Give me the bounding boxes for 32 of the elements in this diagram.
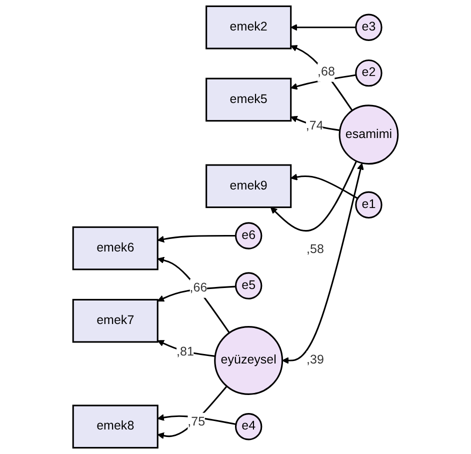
edge-label: ,68 [318,65,335,79]
arrow [290,74,356,90]
arrow [290,45,353,111]
arrow [157,234,236,243]
node-circle: esamimi [338,104,399,165]
edge-label: ,81 [176,345,194,359]
node-box: emek8 [72,404,158,449]
node-circle: e4 [234,413,262,440]
edge-label: ,74 [306,119,324,133]
edge-label: ,66 [190,281,208,295]
edge-label: ,75 [188,415,206,428]
arrow [290,24,356,31]
edge-label: ,58 [306,242,324,256]
arrow [282,163,364,364]
arrow [157,414,236,426]
node-box: emek9 [206,164,292,208]
arrow [270,160,358,232]
node-box: emek2 [206,5,292,50]
node-box: emek7 [72,298,158,343]
node-circle: e6 [234,222,262,250]
node-box: emek6 [72,226,158,270]
arrow [157,256,230,334]
node-circle: e1 [355,191,382,219]
arrow [157,386,228,440]
arrow [290,174,358,200]
node-circle: eyüzeysel [214,326,284,395]
node-circle: e5 [234,272,262,300]
node-circle: e2 [355,59,382,87]
node-box: emek5 [206,78,292,122]
arrow [157,286,236,302]
edge-label: ,39 [306,353,324,367]
node-circle: e3 [355,14,382,41]
